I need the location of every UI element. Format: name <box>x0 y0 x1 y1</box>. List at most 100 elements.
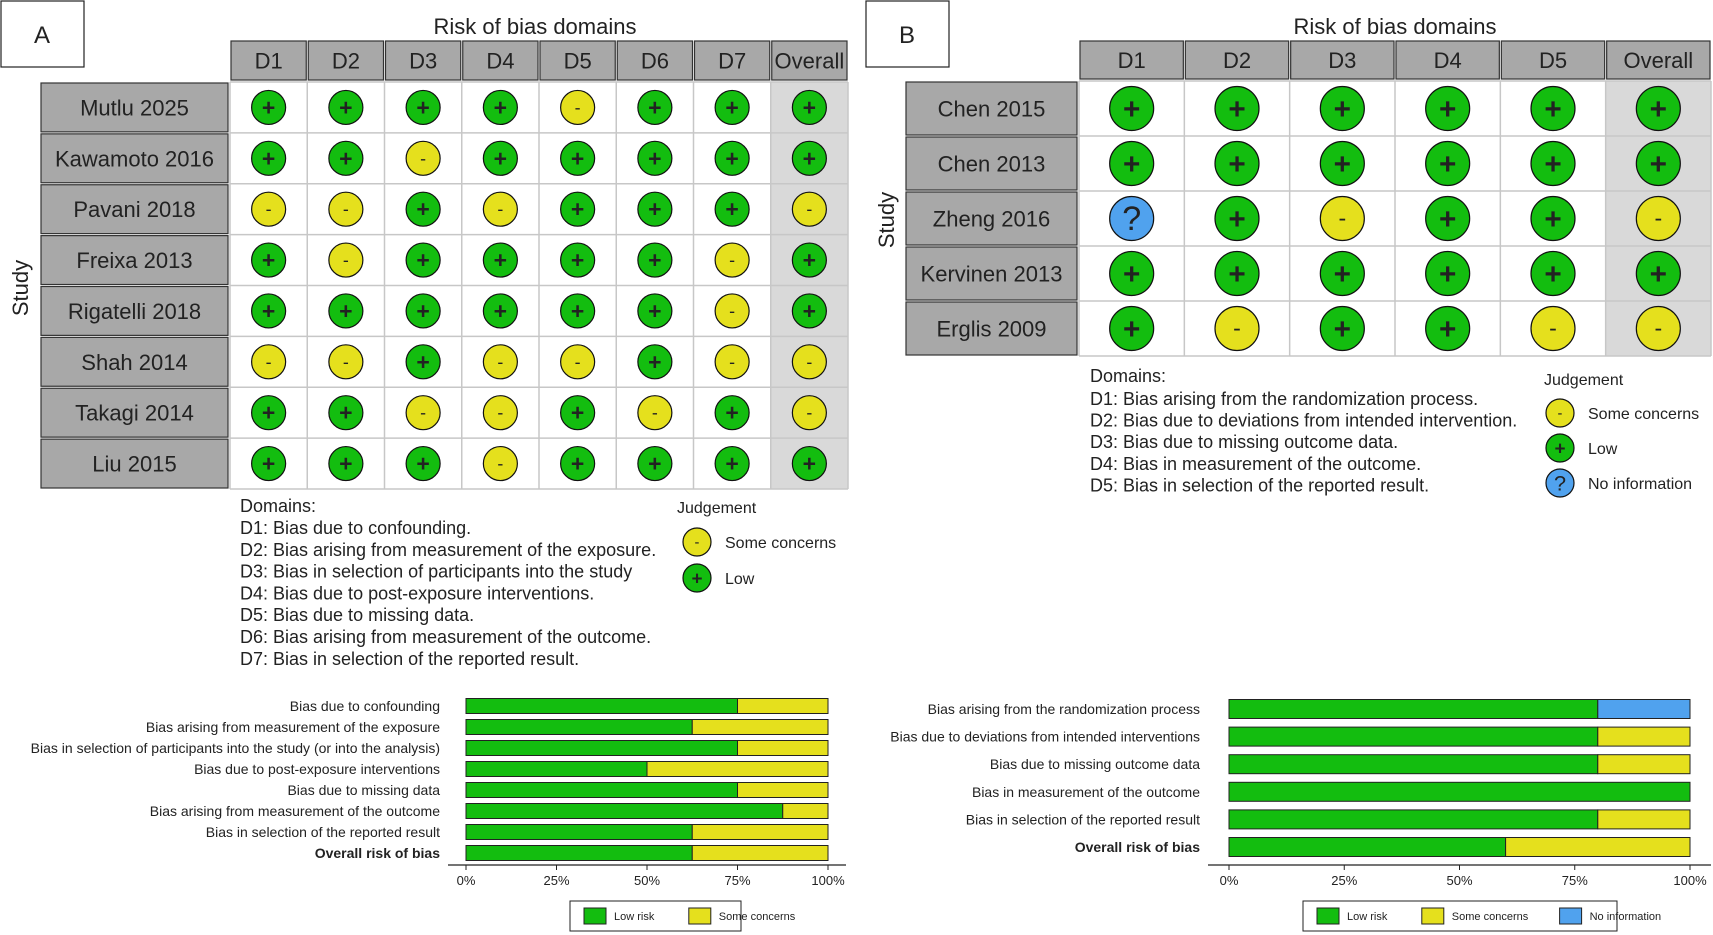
study-header-cell <box>905 246 1078 301</box>
bar-category-label: Bias in selection of participants into t… <box>31 740 440 756</box>
judgement-marker <box>791 344 827 380</box>
judgement-marker <box>251 293 287 329</box>
judgement-marker-symbol: + <box>571 247 584 273</box>
study-label: Kervinen 2013 <box>921 262 1063 287</box>
legend-label: Low <box>725 571 755 588</box>
judgement-marker <box>714 191 750 227</box>
x-tick-label: 25% <box>1331 873 1357 888</box>
judgement-marker-symbol: + <box>1334 148 1351 181</box>
judgement-marker <box>1214 195 1260 242</box>
judgement-marker <box>560 242 596 278</box>
domains-title-a: Domains: <box>240 496 316 516</box>
bar-segment <box>1228 699 1599 719</box>
bar-legend-swatch <box>1421 907 1445 925</box>
judgement-marker <box>560 89 596 126</box>
legend-marker-symbol: - <box>695 535 700 551</box>
bar-category-label: Bias due to missing outcome data <box>990 756 1200 772</box>
judgement-marker <box>405 242 441 278</box>
domain-description: D2: Bias arising from measurement of the… <box>240 540 656 560</box>
legend-marker-symbol: ? <box>1554 470 1566 495</box>
judgement-marker-symbol: - <box>266 199 272 219</box>
judgement-marker-symbol: + <box>494 298 507 324</box>
judgement-marker-symbol: + <box>416 196 429 222</box>
judgement-marker-symbol: + <box>494 247 507 273</box>
judgement-marker-symbol: + <box>1439 313 1456 346</box>
judgement-marker <box>1109 195 1155 242</box>
judgement-marker <box>1530 85 1576 132</box>
judgement-marker-symbol: + <box>339 451 352 477</box>
x-tick-label: 75% <box>1562 873 1588 888</box>
judgement-marker <box>328 344 364 380</box>
legend-label: Low <box>1588 441 1618 458</box>
legend-marker-symbol: + <box>1554 439 1565 460</box>
x-tick-label: 50% <box>634 873 660 888</box>
judgement-marker <box>791 140 827 176</box>
judgement-marker-symbol: + <box>494 145 507 171</box>
judgement-marker-symbol: + <box>1439 148 1456 181</box>
judgement-marker <box>251 89 287 126</box>
judgement-marker-symbol: + <box>648 94 661 120</box>
judgement-marker <box>328 293 364 329</box>
judgement-marker <box>560 293 596 329</box>
bar-segment <box>646 761 829 777</box>
study-label: Chen 2015 <box>938 97 1046 122</box>
judgement-marker-symbol: + <box>803 94 816 120</box>
bar-legend-swatch <box>583 907 607 925</box>
domain-header-label: D3 <box>409 49 437 74</box>
domain-header-label: D7 <box>718 49 746 74</box>
bar-legend-label: Low risk <box>1347 911 1388 923</box>
judgement-marker <box>251 191 287 227</box>
judgement-marker-symbol: + <box>803 298 816 324</box>
judgement-marker <box>482 395 518 431</box>
bar-legend-swatch <box>688 907 712 925</box>
domain-header-cell <box>230 40 307 81</box>
judgement-marker <box>560 344 596 380</box>
judgement-marker-symbol: + <box>571 451 584 477</box>
judgement-marker <box>560 191 596 227</box>
domain-header-cell <box>1184 40 1290 80</box>
judgement-marker <box>1319 305 1365 352</box>
domain-header-label: D4 <box>1434 48 1462 73</box>
judgement-marker <box>637 89 673 126</box>
judgement-marker-symbol: + <box>725 400 738 426</box>
judgement-marker <box>405 344 441 380</box>
judgement-marker <box>560 140 596 176</box>
judgement-marker <box>1319 140 1365 187</box>
judgement-marker <box>1635 195 1681 242</box>
judgement-marker-symbol: + <box>1334 258 1351 291</box>
study-label: Erglis 2009 <box>936 317 1046 342</box>
study-header-cell <box>40 235 229 286</box>
judgement-marker-symbol: - <box>1654 315 1662 341</box>
judgement-marker-symbol: - <box>497 403 503 423</box>
bar-segment <box>737 698 829 714</box>
judgement-marker <box>1425 305 1471 352</box>
legend-marker <box>1545 398 1575 428</box>
bar-legend-label: No information <box>1590 911 1662 923</box>
judgement-marker-symbol: + <box>1439 93 1456 126</box>
bar-category-label: Bias arising from measurement of the exp… <box>146 719 440 735</box>
bar-segment <box>465 803 784 819</box>
judgement-marker-symbol: - <box>497 454 503 474</box>
judgement-marker-symbol: + <box>803 247 816 273</box>
bar-segment <box>1228 726 1599 747</box>
domain-header-label: D5 <box>1539 48 1567 73</box>
judgement-marker <box>791 395 827 431</box>
domain-header-label: D2 <box>332 49 360 74</box>
legend-label: Some concerns <box>725 535 836 552</box>
judgement-marker <box>714 395 750 431</box>
bar-segment <box>1228 781 1691 802</box>
judgement-marker <box>405 140 441 176</box>
bar-category-label: Bias in measurement of the outcome <box>972 784 1200 800</box>
judgement-marker-symbol: + <box>339 94 352 120</box>
study-label: Mutlu 2025 <box>80 95 189 120</box>
domain-header-cell <box>1606 40 1711 80</box>
legend-marker <box>682 563 712 593</box>
judgement-marker <box>1214 140 1260 187</box>
x-tick-label: 0% <box>1220 873 1239 888</box>
judgement-marker-symbol: + <box>571 145 584 171</box>
bar-segment <box>782 803 829 819</box>
judgement-marker <box>1425 85 1471 132</box>
bar-segment <box>691 719 829 735</box>
